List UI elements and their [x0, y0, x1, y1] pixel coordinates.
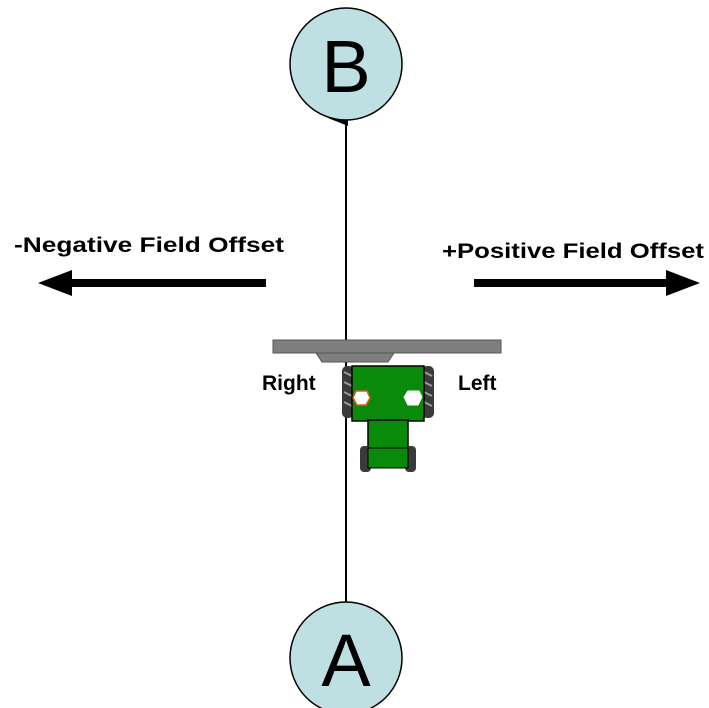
negative-arrow-shaft [66, 279, 266, 287]
tractor-hood [367, 419, 409, 451]
node-b-label: B [321, 25, 370, 108]
positive-offset-arrow [474, 270, 700, 296]
positive-arrow-shaft [474, 279, 674, 287]
positive-offset-label: +Positive Field Offset [442, 240, 704, 263]
tractor [342, 365, 434, 472]
tractor-left-label: Left [458, 372, 497, 395]
node-b: B [289, 7, 403, 121]
tractor-right-label: Right [262, 372, 316, 395]
implement [272, 339, 502, 363]
negative-offset-arrow [38, 270, 266, 296]
implement-bar [272, 339, 502, 354]
positive-arrow-head [666, 270, 700, 296]
node-b-circle [289, 7, 403, 121]
tractor-rear-wheel-tread [343, 371, 433, 407]
implement-hitch [315, 352, 395, 363]
tractor-front-axle [367, 447, 409, 469]
node-a-circle [289, 601, 403, 708]
negative-arrow-head [38, 270, 72, 296]
node-a-label: A [321, 619, 371, 702]
tractor-light-right [352, 390, 371, 406]
negative-offset-label: -Negative Field Offset [14, 234, 284, 257]
tractor-light-left [403, 390, 423, 406]
node-a: A [289, 601, 403, 708]
